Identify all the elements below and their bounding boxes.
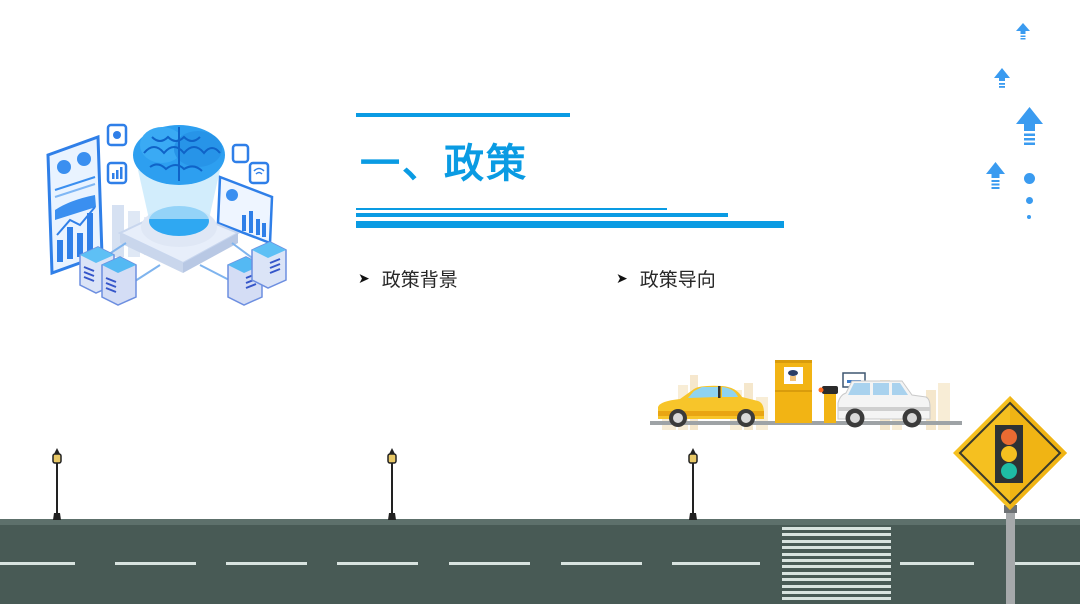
lane-dash	[226, 562, 307, 565]
title-underline-2	[356, 213, 728, 217]
lane-dash	[1015, 562, 1080, 565]
dot-icon	[1026, 197, 1033, 204]
lane-dash	[0, 562, 75, 565]
parking-gate-scene	[650, 360, 962, 430]
up-arrow-icon	[1016, 107, 1043, 145]
lane-dash	[337, 562, 418, 565]
up-arrow-icon	[986, 162, 1005, 189]
road-curb	[0, 519, 1080, 525]
yellow-car-icon	[658, 385, 764, 427]
up-arrow-icon	[994, 68, 1010, 88]
up-arrow-icon	[1016, 23, 1030, 40]
street-lamp-icon	[52, 448, 62, 520]
lane-dash	[115, 562, 196, 565]
street-lamp-icon	[688, 448, 698, 520]
road	[0, 519, 1080, 604]
brain-icon	[133, 125, 225, 185]
lane-dash	[672, 562, 760, 565]
server-stack-icon	[79, 241, 287, 306]
street-lamp-icon	[387, 448, 397, 520]
lane-dash	[449, 562, 530, 565]
title-underline-3	[356, 221, 784, 228]
toll-booth-icon	[775, 360, 812, 423]
barrier-gate-icon	[818, 386, 838, 423]
lane-dash	[561, 562, 642, 565]
traffic-light-sign-icon	[953, 396, 1067, 604]
bullet-label: 政策导向	[639, 269, 716, 291]
title-underline-1	[356, 208, 667, 210]
white-suv-icon	[837, 380, 931, 428]
crosswalk	[782, 527, 891, 604]
bullet-policy-background[interactable]: ➤ 政策背景	[358, 265, 458, 292]
bullet-policy-direction[interactable]: ➤ 政策导向	[616, 265, 716, 292]
section-title: 一、政策	[360, 141, 528, 187]
lane-dash	[900, 562, 974, 565]
bullet-arrow-icon: ➤	[358, 270, 370, 287]
bullet-label: 政策背景	[381, 269, 458, 291]
bullet-arrow-icon: ➤	[616, 270, 628, 287]
ai-brain-illustration	[46, 123, 287, 306]
title-top-rule	[356, 113, 570, 117]
dot-icon	[1027, 215, 1031, 219]
dot-icon	[1024, 173, 1035, 184]
